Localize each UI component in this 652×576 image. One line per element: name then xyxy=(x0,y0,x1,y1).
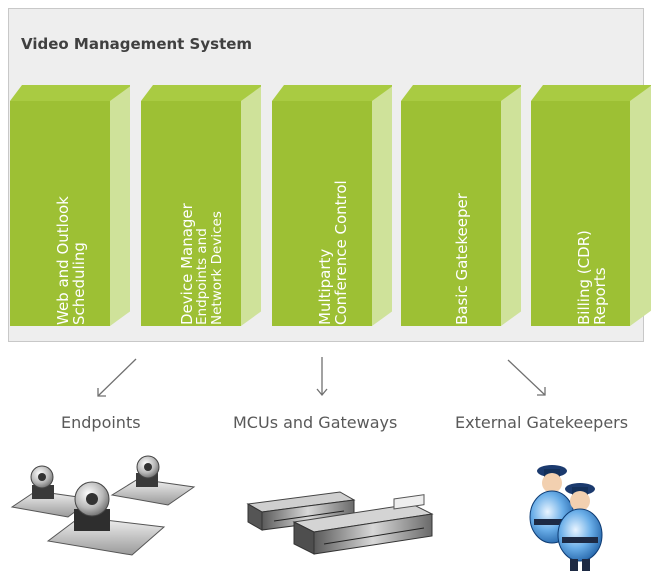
arrow-to-endpoints xyxy=(97,358,137,397)
vms-title: Video Management System xyxy=(21,35,253,53)
gatekeeper-guards-icon xyxy=(529,465,603,571)
arrow-to-gatekeepers xyxy=(507,359,546,396)
module-web-outlook-scheduling: Web and Outlook Scheduling xyxy=(10,85,130,335)
module-block-shape xyxy=(272,85,392,326)
category-endpoints: Endpoints xyxy=(61,413,141,432)
video-cameras-icon xyxy=(10,455,196,556)
arrow-to-mcus xyxy=(316,357,328,397)
module-block-shape xyxy=(10,85,130,326)
module-block-shape xyxy=(141,85,261,326)
module-multiparty-conference-control: Multiparty Conference Control xyxy=(272,85,392,335)
module-block-shape xyxy=(531,85,651,326)
module-billing-cdr-reports: Billing (CDR) Reports xyxy=(531,85,651,335)
mcu-gateway-servers-icon xyxy=(246,491,434,555)
module-device-manager: Device Manager Endpoints and Network Dev… xyxy=(141,85,261,335)
module-basic-gatekeeper: Basic Gatekeeper xyxy=(401,85,521,335)
category-mcus-gateways: MCUs and Gateways xyxy=(233,413,398,432)
category-external-gatekeepers: External Gatekeepers xyxy=(455,413,629,432)
module-block-shape xyxy=(401,85,521,326)
